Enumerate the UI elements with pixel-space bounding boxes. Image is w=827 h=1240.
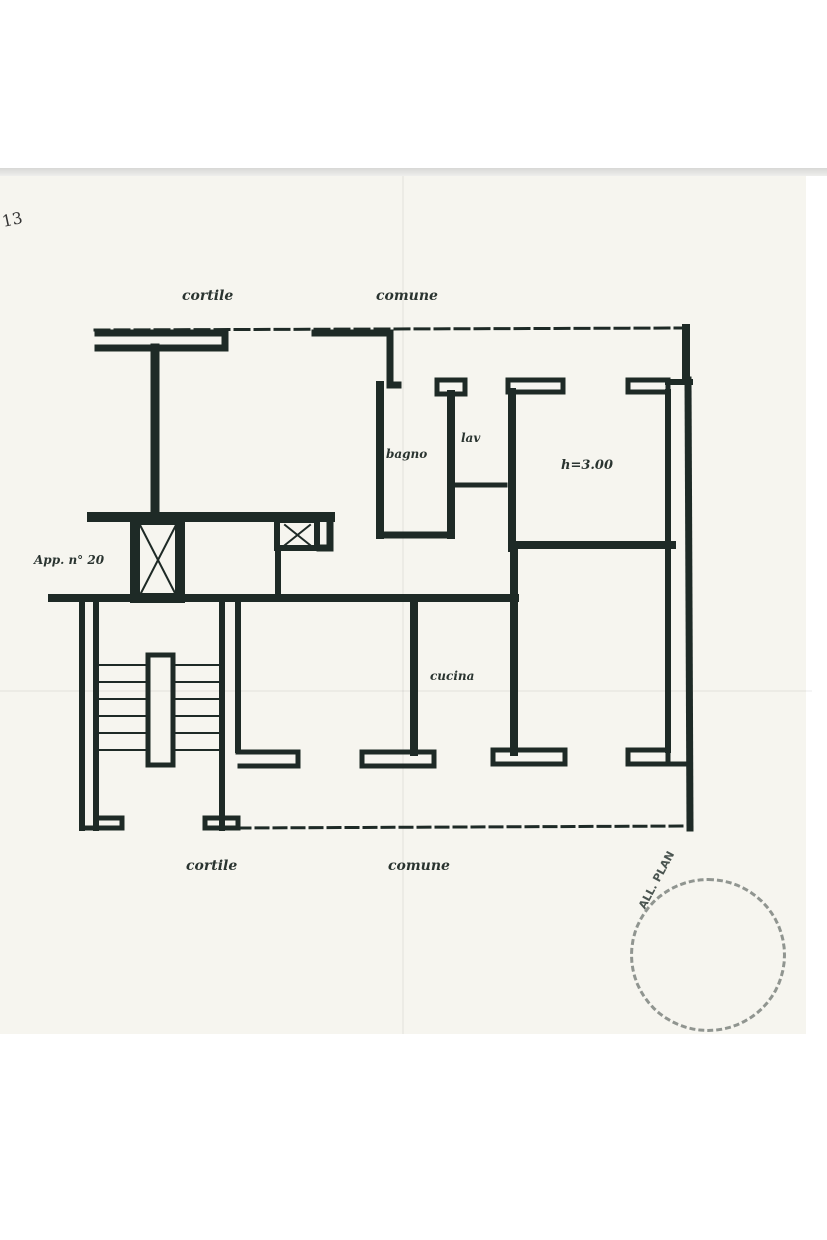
page-margin-bottom: [0, 1034, 827, 1240]
official-stamp: [630, 878, 786, 1032]
label-bottom-cortile: cortile: [186, 858, 238, 874]
top-boundary-line: [93, 326, 687, 332]
label-top-cortile: cortile: [182, 288, 234, 304]
label-top-comune: comune: [376, 288, 438, 304]
label-bathroom: bagno: [386, 447, 428, 461]
label-bottom-comune: comune: [388, 858, 450, 874]
label-apartment-number: App. n° 20: [34, 553, 105, 567]
sheet-right-edge: [806, 176, 827, 1034]
label-ceiling-height: h=3.00: [561, 458, 614, 473]
label-kitchen: cucina: [430, 669, 475, 683]
paper-fold-vertical: [402, 176, 404, 1034]
sheet-top-shadow: [0, 168, 827, 178]
paper-fold-horizontal: [0, 690, 812, 692]
page-margin-top: [0, 0, 827, 170]
label-laundry: lav: [461, 431, 481, 445]
